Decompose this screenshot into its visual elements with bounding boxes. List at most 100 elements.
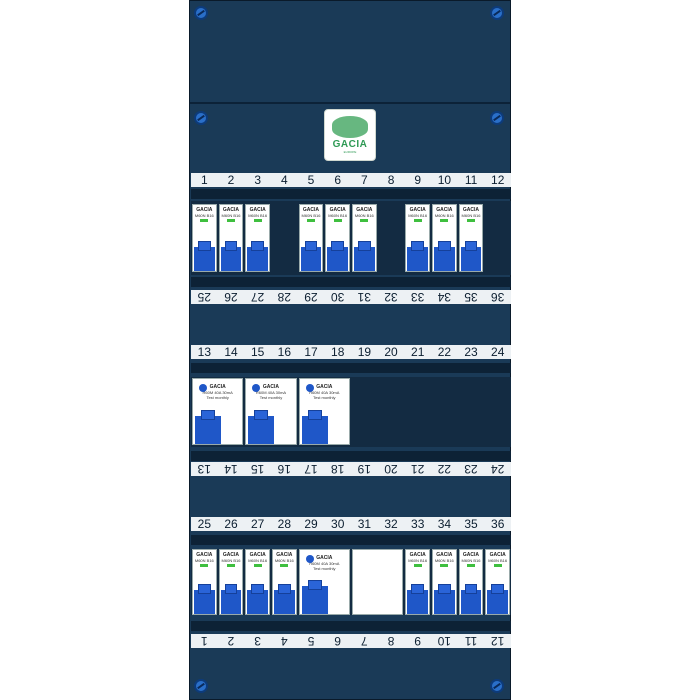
breaker-toggle[interactable] xyxy=(247,241,268,271)
breaker-brand: GACIA xyxy=(302,207,320,213)
breaker-brand: GACIA xyxy=(329,207,346,213)
breaker-toggle[interactable] xyxy=(301,410,328,444)
test-button[interactable] xyxy=(252,384,261,392)
breaker-toggle[interactable] xyxy=(434,584,455,614)
slot-number: 23 xyxy=(464,462,478,476)
breaker-toggle[interactable] xyxy=(248,410,275,444)
slot-number: 20 xyxy=(384,462,398,476)
breaker-toggle[interactable] xyxy=(301,580,328,614)
breaker-toggle[interactable] xyxy=(274,584,295,614)
slot-number: 31 xyxy=(357,290,371,304)
status-indicator xyxy=(253,564,262,567)
module-slot-area xyxy=(191,377,511,447)
breaker-toggle[interactable] xyxy=(407,241,428,271)
breaker-toggle[interactable] xyxy=(194,241,215,271)
breaker-rating: R60M 40A 30mA xyxy=(309,390,340,395)
breaker-toggle[interactable] xyxy=(194,584,215,614)
status-indicator xyxy=(200,219,209,222)
breaker-rating: M60N B16 xyxy=(354,213,374,218)
breaker-toggle[interactable] xyxy=(327,241,348,271)
slot-number: 9 xyxy=(414,634,421,648)
breaker-rating: M60N B16 xyxy=(274,558,294,563)
screw-icon xyxy=(490,111,504,125)
breaker-rating: M60N B16 xyxy=(194,213,214,218)
breaker-toggle[interactable] xyxy=(434,241,455,271)
screw-icon xyxy=(490,6,504,20)
breaker-brand: GACIA xyxy=(196,552,213,558)
status-indicator xyxy=(493,564,502,567)
breaker-toggle[interactable] xyxy=(354,241,375,271)
slot-number: 27 xyxy=(250,290,265,304)
breaker-toggle[interactable] xyxy=(195,410,221,444)
divider xyxy=(190,102,510,104)
slot-number: 16 xyxy=(277,345,292,359)
breaker-toggle[interactable] xyxy=(247,584,268,614)
breaker-brand: GACIA xyxy=(222,552,240,558)
breaker-toggle[interactable] xyxy=(460,241,482,271)
breaker-brand: GACIA xyxy=(462,207,480,213)
breaker-toggle[interactable] xyxy=(300,241,322,271)
test-button[interactable] xyxy=(305,384,314,392)
breaker-rating: M60N B16 xyxy=(461,558,481,563)
test-button[interactable] xyxy=(305,555,314,563)
breaker-brand: GACIA xyxy=(489,552,506,558)
breaker-toggle[interactable] xyxy=(460,584,482,614)
test-button[interactable] xyxy=(199,384,207,392)
status-indicator xyxy=(440,219,449,222)
breaker-brand: GACIA xyxy=(409,207,426,213)
logo-subtext: EUROPE xyxy=(343,150,357,154)
slot-number: 28 xyxy=(277,517,292,531)
slot-number: 4 xyxy=(280,634,288,648)
slot-number: 18 xyxy=(330,462,345,476)
breaker-rating: M60N B16 xyxy=(461,213,481,218)
breaker-toggle[interactable] xyxy=(220,584,242,614)
status-indicator xyxy=(413,564,422,567)
slot-number: 28 xyxy=(277,290,291,304)
slot-number: 19 xyxy=(357,345,372,359)
screw-icon xyxy=(194,679,208,693)
breaker-toggle[interactable] xyxy=(487,584,508,614)
slot-number: 2 xyxy=(227,634,235,648)
breaker-toggle[interactable] xyxy=(407,584,428,614)
breaker-rating: M60N B16 xyxy=(248,213,268,218)
breaker-toggle[interactable] xyxy=(220,241,242,271)
slot-number: 6 xyxy=(334,173,342,187)
slot-number: 7 xyxy=(361,173,368,187)
slot-number: 1 xyxy=(200,173,208,187)
slot-number: 30 xyxy=(330,290,345,304)
gacia-logo: GACIA EUROPE xyxy=(324,109,376,161)
slot-number: 27 xyxy=(251,517,265,531)
slot-number: 22 xyxy=(437,462,451,476)
din-rail xyxy=(191,277,511,287)
slot-number: 2 xyxy=(227,173,235,187)
module-slot-area xyxy=(191,201,511,275)
slot-number: 13 xyxy=(197,345,212,359)
status-indicator xyxy=(440,564,449,567)
slot-number: 32 xyxy=(384,290,398,304)
din-rail xyxy=(191,451,511,461)
slot-number: 13 xyxy=(197,462,211,476)
slot-number: 12 xyxy=(490,634,505,648)
slot-number: 22 xyxy=(437,345,452,359)
